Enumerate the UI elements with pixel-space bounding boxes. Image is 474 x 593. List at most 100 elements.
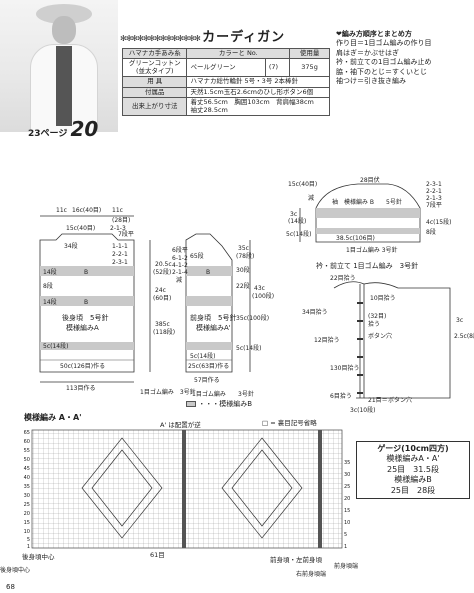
notions-value: 天然1.5cm玉石2.6cmのひし形ボタン6個 (186, 86, 330, 99)
method-head: ❤編み方順序とまとめ方 (336, 30, 412, 38)
mid-label: (52段) (153, 268, 171, 276)
right-label: 3号針 (238, 390, 254, 398)
row-num-left: 1 (27, 544, 30, 550)
row-num-left: 65 (24, 430, 30, 436)
photo-inner-top (56, 46, 72, 126)
method-line: 肩はぎ＝かぶせはぎ (336, 48, 399, 57)
sleeve-label: 減 (308, 194, 314, 202)
body-top-label: 11c (56, 207, 67, 214)
mid-label: 減 (176, 276, 182, 284)
front-band-b (186, 296, 232, 306)
collar-label: 拾う (368, 320, 380, 328)
row-num-left: 15 (24, 520, 30, 526)
row-num-left: 45 (24, 466, 30, 472)
button-hole (357, 374, 363, 376)
gauge-a-label: 模様編みA・A' (386, 454, 440, 464)
sleeve-label: 2-2-1 (426, 188, 442, 195)
front-label: 前身頃 5号針 (190, 313, 236, 322)
yarn-sub: (並太タイプ) (135, 66, 174, 75)
page-ref-number: 20 (70, 117, 99, 141)
size-label: 出来上がり寸法 (121, 97, 188, 117)
body-top-label: 2-2-1 (112, 251, 128, 258)
back-label: 50c(126目)作る (60, 362, 105, 370)
amount-cell: 375g (289, 58, 330, 78)
gauge-b-value: 25目 28段 (390, 485, 436, 495)
notions-label: 付属品 (121, 86, 188, 99)
row-num-right: 30 (344, 472, 350, 478)
body-top-label: 2-1-3 (110, 225, 126, 232)
row-num-right: 20 (344, 496, 350, 502)
mid-label: 20.5c (155, 261, 172, 268)
method-line: 脇・袖下のとじ＝すくいとじ (336, 67, 427, 76)
pattern-note: A' は配置が逆 (160, 421, 201, 429)
model-photo (0, 0, 118, 132)
right-label: 35c(100段) (236, 314, 269, 322)
sleeve-label: 5c(14段) (286, 230, 311, 238)
body-top-label: 11c (112, 207, 123, 214)
sleeve-label: 3c (290, 211, 297, 218)
body-top-label: 16c(40目) (72, 207, 101, 214)
row-num-right: 35 (344, 460, 350, 466)
row-num-left: 30 (24, 493, 30, 499)
grid-footer: 後身頃中心 (0, 567, 31, 574)
sleeve-band-b (316, 208, 420, 218)
row-num-left: 10 (24, 529, 30, 535)
button-hole (357, 392, 363, 394)
button-hole (357, 302, 363, 304)
size-line-2: 袖丈28.5cm (190, 105, 228, 114)
spec-table: ハマナカ手あみ糸 カラーと No. 使用量 グリーンコットン (並太タイプ) ペ… (121, 47, 330, 117)
body-diagram: 11c 16c(40目) 11c (28目) 15c(40目) 2-1-3 7段… (39, 207, 274, 398)
color-cell: ペールグリーン (186, 58, 266, 78)
body-top-label: 34段 (64, 242, 78, 250)
legend-b: ・・・模様編みB (186, 400, 252, 408)
sleeve-label: 7段平 (426, 201, 442, 209)
back-label: 113目作る (66, 384, 95, 392)
page-title: カーディガン (202, 30, 286, 45)
mid-label: 4-1-2 (172, 262, 188, 269)
sleeve-label: 38.5c(106目) (336, 235, 375, 242)
diamond-motif-inner (231, 449, 293, 527)
front-label: 65段 (190, 252, 204, 260)
back-label: 14段 (43, 268, 57, 276)
sleeve-label: 袖 模様編み B (332, 198, 374, 206)
sleeve-label: 8段 (426, 228, 436, 236)
front-label: B (206, 269, 210, 276)
body-top-label: (28目) (112, 217, 130, 224)
row-num-left: 35 (24, 484, 30, 490)
mid-label: 6段平 (172, 246, 188, 254)
grid-footer: 右前身頃端 (296, 571, 327, 578)
right-label: 5c(14段) (236, 344, 261, 352)
row-num-left: 20 (24, 511, 30, 517)
pattern-legend: □ = 裏目記号省略 (262, 419, 317, 427)
pattern-grid: 65 60 55 50 45 40 35 30 25 20 15 10 5 1 … (24, 429, 350, 550)
row-num-left: 40 (24, 475, 30, 481)
mid-label: (118段) (153, 328, 175, 336)
row-num-left: 55 (24, 448, 30, 454)
back-label: 14段 (43, 298, 57, 306)
collar-diagram: 衿・前立て 1目ゴム編み 3号針 22目拾う 34目拾う 10目拾う 130目拾… (302, 261, 474, 414)
right-label: (100段) (252, 292, 274, 300)
row-num-right: 5 (344, 532, 347, 538)
th-yarn: ハマナカ手あみ糸 (121, 47, 188, 60)
right-label: 35c (238, 245, 249, 252)
sleeve-label: 28目伏 (360, 176, 380, 184)
tools-label: 用 具 (121, 76, 188, 88)
grid-footer: 前身頃端 (334, 563, 359, 570)
mid-label: 2-1-4 (172, 269, 188, 276)
grid-area (31, 429, 343, 549)
gauge-b-label: 模様編みB (394, 475, 432, 485)
row-num-left: 5 (27, 537, 30, 543)
size-value: 着丈56.5cm 胸囲103cm 背肩幅38cm 袖丈28.5cm (186, 97, 330, 117)
back-body-outline (39, 233, 135, 373)
grid-footer: 前身頃・左前身頃 (270, 556, 322, 564)
sleeve-label: 1目ゴム編み 3号針 (346, 246, 398, 254)
cable-column (318, 430, 322, 548)
front-body-outline (185, 233, 233, 373)
legend-b-text: ・・・模様編みB (198, 400, 253, 408)
gauge-box: ゲージ(10cm四方) 模様編みA・A' 25目 31.5段 模様編みB 25目… (356, 441, 470, 499)
legend-swatch (186, 401, 196, 407)
back-label: 5c(14段) (43, 342, 68, 350)
collar-title: 衿・前立て 1目ゴム編み 3号針 (316, 261, 418, 270)
mid-label: 24c (155, 287, 166, 294)
gauge-a-value: 25目 31.5段 (387, 464, 439, 474)
